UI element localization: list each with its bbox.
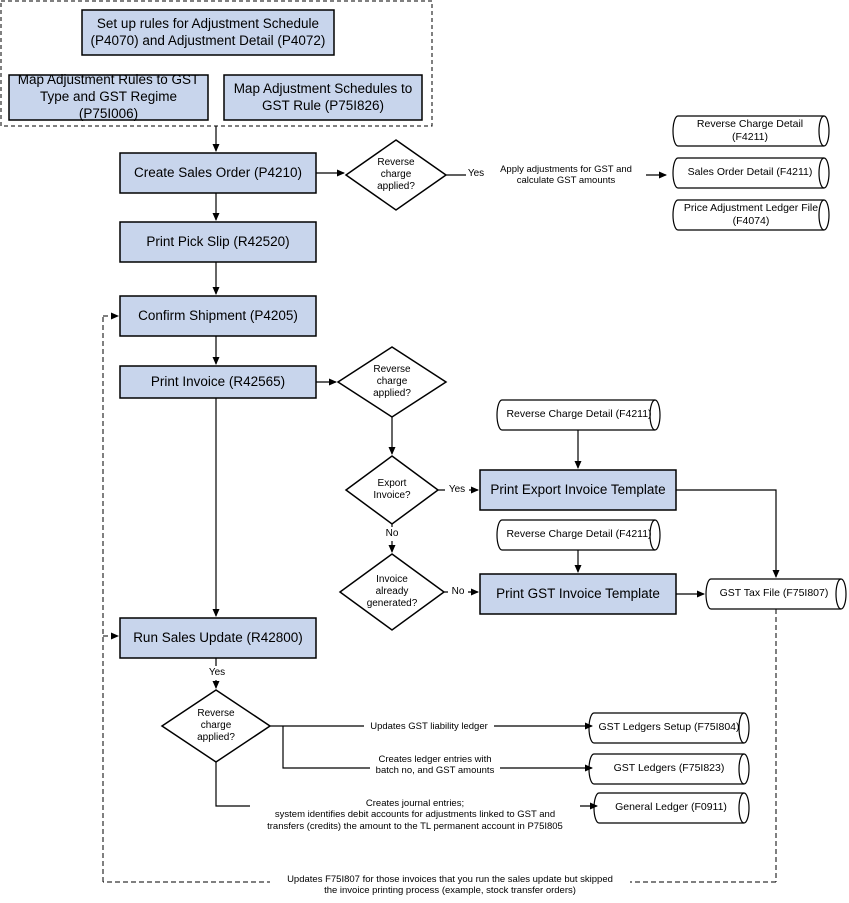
datastore-gst-ledgers <box>588 753 750 785</box>
gst-ledgers-setup-label: GST Ledgers Setup (F75I804) <box>598 721 740 734</box>
creates-ledger-entries-label: Creates ledger entries with batch no, an… <box>370 752 500 778</box>
datastore-sales-order-detail <box>672 157 830 189</box>
confirm-shipment-box <box>119 295 317 337</box>
datastore-price-adjustment-ledger <box>672 199 830 231</box>
print-pick-slip-label: Print Pick Slip (R42520) <box>146 233 290 249</box>
yes-update-label: Yes <box>205 666 229 680</box>
create-sales-order-label: Create Sales Order (P4210) <box>133 164 303 180</box>
datastore-reverse-charge-detail-1 <box>672 115 830 147</box>
sales-order-detail-label: Sales Order Detail (F4211) <box>687 166 813 179</box>
run-sales-update-box <box>119 617 317 659</box>
decision-invoice-generated <box>338 553 446 631</box>
gst-tax-file-label: GST Tax File (F75I807) <box>719 587 829 600</box>
map-rules-box <box>8 74 209 121</box>
decision-reverse-charge-3-label: Reverse charge applied? <box>197 708 235 743</box>
print-pick-slip-box <box>119 221 317 263</box>
create-sales-order-box <box>119 152 317 194</box>
print-export-invoice-label: Print Export Invoice Template <box>490 481 666 497</box>
setup-rules-label: Set up rules for Adjustment Schedule (P4… <box>90 15 326 48</box>
confirm-shipment-label: Confirm Shipment (P4205) <box>138 307 298 323</box>
decision-reverse-charge-2-label: Reverse charge applied? <box>373 364 411 399</box>
print-export-invoice-box <box>479 469 677 511</box>
setup-rules-box <box>81 9 335 56</box>
decision-invoice-generated-label: Invoice already generated? <box>366 574 418 609</box>
creates-journal-line-1: Creates journal entries; <box>365 797 465 809</box>
reverse-charge-detail-2-label: Reverse Charge Detail (F4211) <box>506 408 652 421</box>
map-schedules-box <box>223 74 423 121</box>
reverse-charge-detail-3-label: Reverse Charge Detail (F4211) <box>506 528 652 541</box>
datastore-reverse-charge-detail-2 <box>496 399 661 431</box>
print-gst-invoice-label: Print GST Invoice Template <box>496 585 660 601</box>
no-generated-label: No <box>448 585 468 599</box>
datastore-gst-ledgers-setup <box>588 712 750 744</box>
updates-f75i807-line-2: the invoice printing process (example, s… <box>324 885 576 896</box>
updates-f75i807-line-1: Updates F75I807 for those invoices that … <box>287 873 613 885</box>
yes-export-label: Yes <box>445 483 469 497</box>
datastore-gst-tax-file <box>705 578 847 610</box>
decision-export-invoice-label: Export Invoice? <box>373 478 411 501</box>
decision-reverse-charge-1-label: Reverse charge applied? <box>377 157 415 192</box>
price-adjustment-ledger-label: Price Adjustment Ledger File (F4074) <box>683 201 819 227</box>
creates-journal-line-2: system identifies debit accounts for adj… <box>274 809 556 821</box>
yes-label-1: Yes <box>466 167 486 181</box>
decision-reverse-charge-1 <box>344 139 448 211</box>
creates-journal-label: Creates journal entries; system identifi… <box>250 796 580 834</box>
general-ledger-label: General Ledger (F0911) <box>615 801 727 814</box>
datastore-reverse-charge-detail-3 <box>496 519 661 551</box>
updates-liability-label: Updates GST liability ledger <box>364 720 494 734</box>
no-export-label: No <box>382 527 402 541</box>
map-schedules-label: Map Adjustment Schedules to GST Rule (P7… <box>233 80 413 113</box>
datastore-general-ledger <box>593 792 750 824</box>
print-invoice-label: Print Invoice (R42565) <box>150 373 286 389</box>
updates-f75i807-label: Updates F75I807 for those invoices that … <box>270 873 630 897</box>
run-sales-update-label: Run Sales Update (R42800) <box>133 629 303 645</box>
gst-ledgers-label: GST Ledgers (F75I823) <box>613 762 725 775</box>
apply-adjustments-label: Apply adjustments for GST and calculate … <box>486 160 646 190</box>
reverse-charge-detail-1-label: Reverse Charge Detail (F4211) <box>696 117 804 143</box>
creates-journal-line-3: transfers (credits) the amount to the TL… <box>267 820 563 832</box>
map-rules-label: Map Adjustment Rules to GST Type and GST… <box>17 72 200 121</box>
